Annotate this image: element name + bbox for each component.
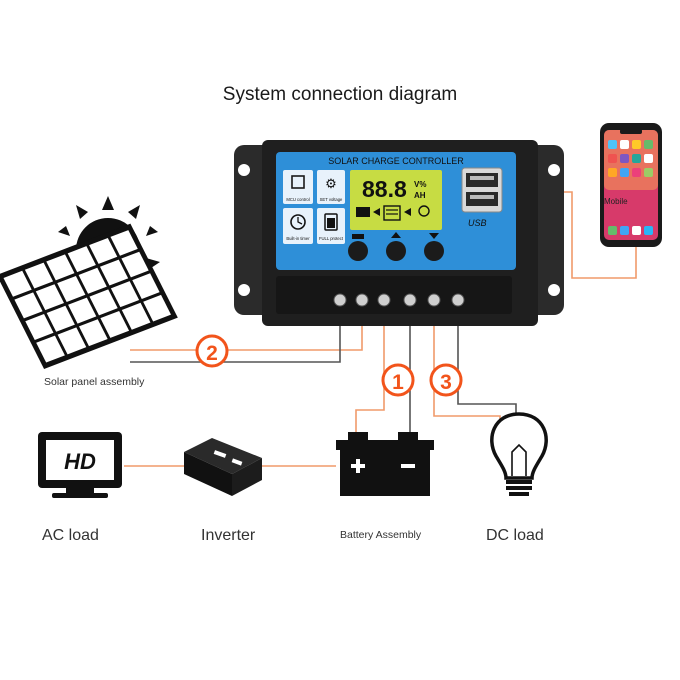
- battery-icon: [336, 432, 434, 496]
- gear-icon: ⚙: [325, 176, 337, 191]
- label-solar-panel: Solar panel assembly: [44, 376, 145, 388]
- controller-header: SOLAR CHARGE CONTROLLER: [328, 156, 464, 166]
- lcd-bulb-icon: [418, 205, 430, 217]
- terminal-block: [276, 276, 512, 314]
- svg-text:1: 1: [392, 371, 404, 394]
- marker-2: 2: [195, 334, 229, 368]
- charge-controller: SOLAR CHARGE CONTROLLER MCU control ⚙ SE…: [234, 140, 564, 326]
- wire-battery: [355, 303, 385, 440]
- label-ac-load: AC load: [42, 527, 99, 544]
- app-icons: [608, 140, 653, 235]
- label-inverter: Inverter: [201, 527, 256, 544]
- bulb-icon: [490, 412, 548, 496]
- solar-panel: [0, 196, 178, 369]
- terminal-screws: [333, 293, 465, 307]
- lcd-screen: [350, 170, 442, 230]
- svg-text:2: 2: [206, 342, 218, 365]
- tv-icon: HD: [38, 432, 122, 498]
- set-voltage-label: SET voltage: [320, 197, 343, 202]
- up-button[interactable]: [386, 241, 406, 261]
- full-protect-label: FULL protect: [319, 236, 344, 241]
- timer-label: Built-in timer: [286, 236, 310, 241]
- lcd-units-top: V%: [414, 180, 426, 189]
- lcd-flow-icons: [356, 205, 430, 221]
- mcu-label: MCU control: [286, 197, 309, 202]
- tv-hd-text: HD: [64, 449, 96, 474]
- usb-label: USB: [468, 218, 487, 228]
- down-button[interactable]: [424, 241, 444, 261]
- marker-1: 1: [381, 363, 415, 397]
- diagram-title: System connection diagram: [222, 84, 458, 105]
- label-dc-load: DC load: [486, 527, 544, 544]
- menu-button[interactable]: [348, 241, 368, 261]
- lcd-units-bottom: AH: [414, 191, 426, 200]
- battery-full-icon: [324, 213, 338, 231]
- inverter-icon: [184, 438, 262, 496]
- lcd-digits: 88.8: [362, 176, 407, 202]
- marker-3: 3: [429, 363, 463, 397]
- clock-icon: [290, 214, 306, 230]
- phone-label: Mobile: [604, 197, 628, 206]
- label-battery: Battery Assembly: [340, 529, 422, 541]
- svg-text:3: 3: [440, 371, 452, 394]
- smartphone: Mobile: [600, 123, 662, 247]
- controller-buttons: [347, 232, 444, 261]
